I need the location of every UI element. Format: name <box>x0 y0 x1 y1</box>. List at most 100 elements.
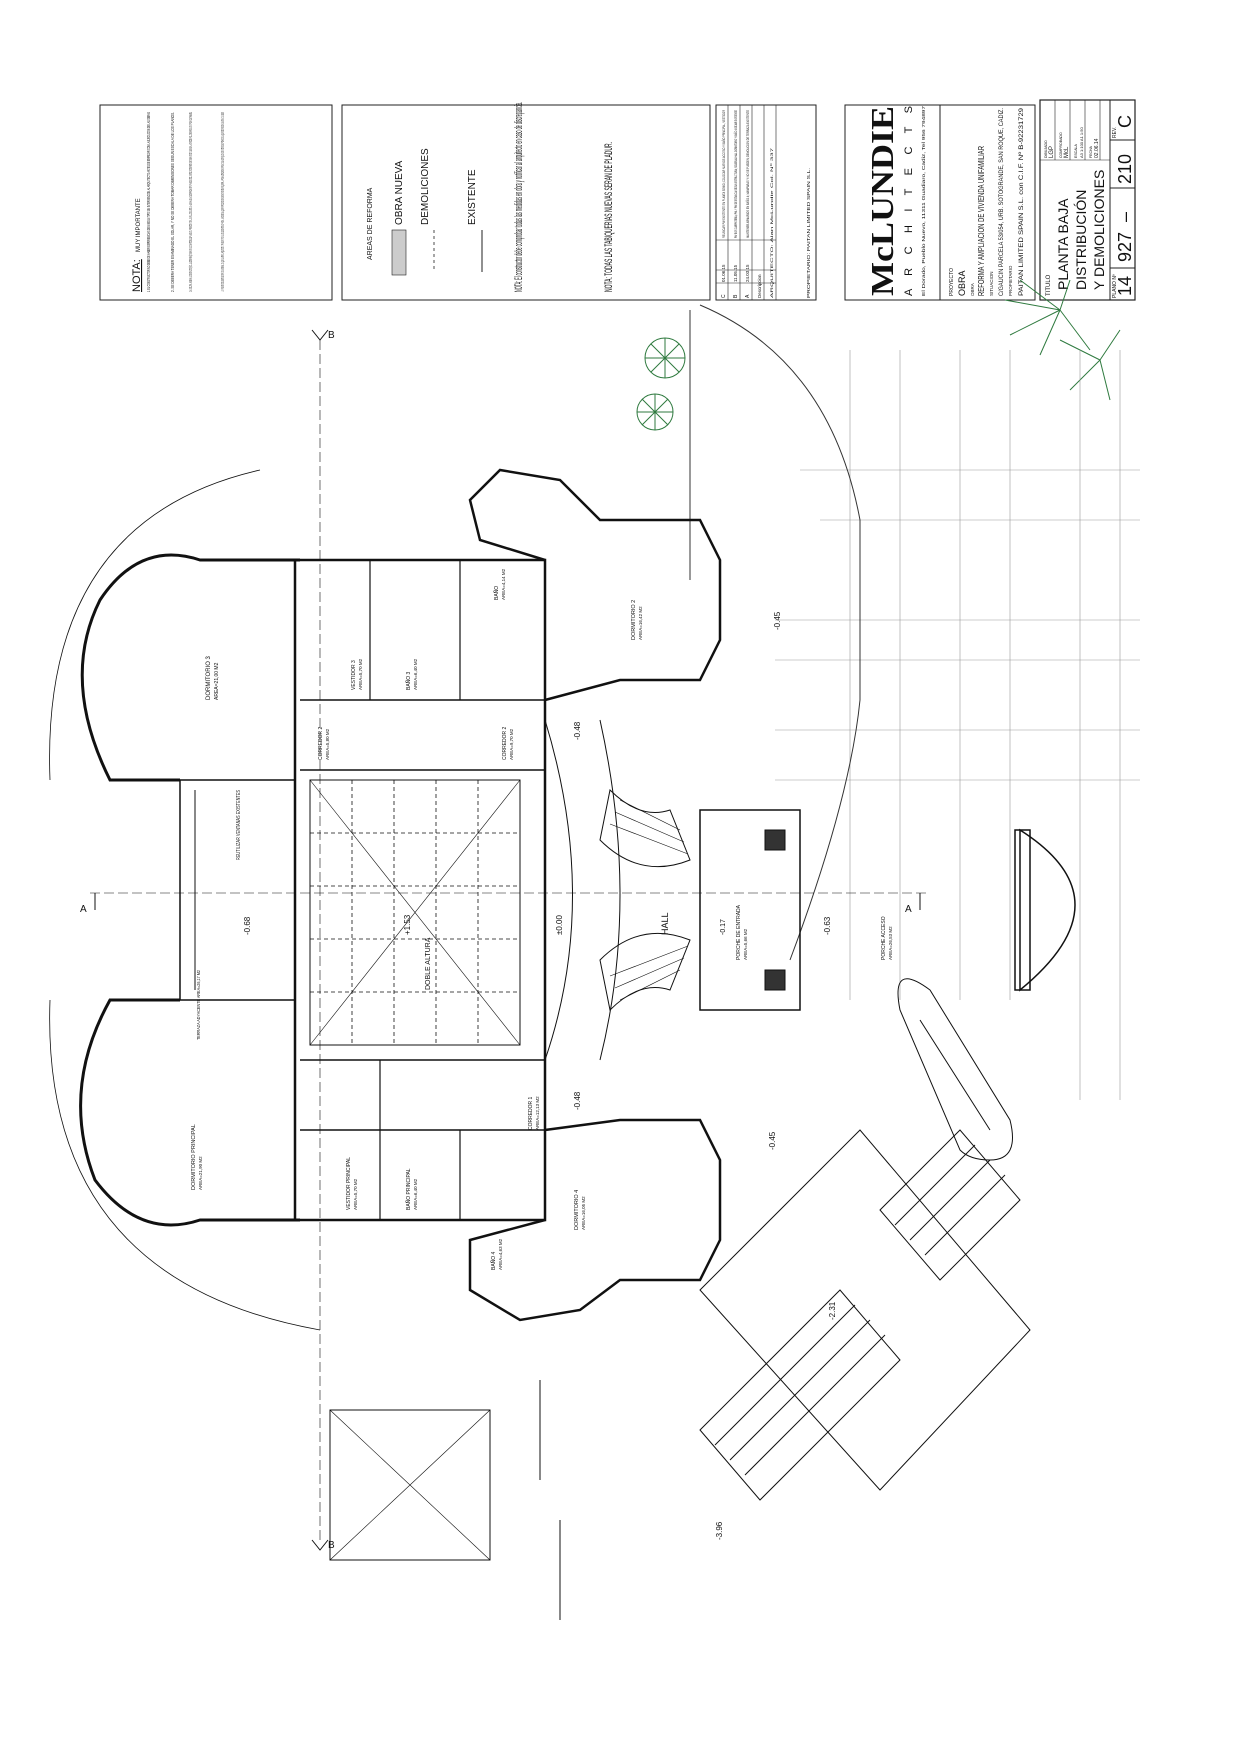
project-label: PROYECTO <box>949 268 955 296</box>
label-corr1: CORREDOR 1 <box>528 1096 534 1130</box>
stair-lower <box>599 932 691 1012</box>
label-dorm2-area: AREA=16,42 M2 <box>638 606 643 640</box>
rev-a: A <box>745 294 751 298</box>
checked-value: McL <box>1064 146 1070 158</box>
rev-b-desc: PW EXIS CARPINTERIA; PHL Y PW DE ESTANCI… <box>733 110 738 238</box>
label-dorm3-area: AREA=21,00 M2 <box>214 662 220 700</box>
legend-demoliciones: DEMOLICIONES <box>420 148 431 225</box>
legend-title: AREAS DE REFORMA <box>367 187 374 260</box>
label-bano4-area: AREA=4,63 M2 <box>498 1238 503 1270</box>
porch-access <box>1019 828 1076 992</box>
project-work: REFORMA Y AMPLIACION DE VIVIENDA UNIFAMI… <box>977 146 986 296</box>
level-045-top: -0.45 <box>773 611 782 630</box>
title-line-3: Y DEMOLICIONES <box>1091 170 1107 290</box>
shrub-1 <box>644 337 686 379</box>
level-045-bot: -0.45 <box>768 1131 777 1150</box>
label-dorm2: DORMITORIO 2 <box>631 600 637 640</box>
rev-architect: ARQUITECTO: Alan McLundie Col. Nº 337 <box>769 146 774 298</box>
notes-subheading: MUY IMPORTANTE <box>136 198 142 252</box>
palm-tree-top <box>1004 279 1121 401</box>
notes-heading: NOTA: <box>131 259 143 292</box>
location-label: SITUACION <box>989 271 994 296</box>
wall-dorm2 <box>468 468 722 702</box>
level-396: -3.96 <box>715 1521 724 1540</box>
date-label: FECHA <box>1089 145 1093 158</box>
floor-plan <box>49 340 1076 1620</box>
section-b-bottom: B <box>328 1540 335 1551</box>
label-dorm3: DORMITORIO 3 <box>206 655 212 700</box>
level-068: -0.68 <box>243 916 252 935</box>
label-porche-entrada: PORCHE DE ENTRADA <box>736 904 742 960</box>
garden-grid <box>775 350 1140 1100</box>
label-vest3-area: AREA=5,70 M2 <box>358 658 363 690</box>
rev-a-date: 24.03.15 <box>745 264 750 282</box>
drawn-value: LGP <box>1049 146 1055 158</box>
label-bano3-area: AREA=6,40 M2 <box>413 658 418 690</box>
plano-sep: – <box>1115 212 1135 222</box>
driveway-curve <box>699 304 861 961</box>
rev-c-date: 01.06.15 <box>721 264 726 282</box>
wall-dorm4 <box>468 1118 722 1322</box>
project-block: PROYECTO OBRA OBRA REFORMA Y AMPLIACION … <box>939 104 1036 301</box>
rev-value: C <box>1115 115 1135 128</box>
label-corr2b-area: AREA=9,70 M2 <box>509 728 514 760</box>
label-bano4: BAÑO 4 <box>490 1251 497 1270</box>
legend-block: AREAS DE REFORMA OBRA NUEVA DEMOLICIONES… <box>341 102 711 301</box>
label-terraza: TERRAZA ADYACENTE AREA=26,17 M2 <box>196 970 201 1040</box>
firm-tagline: A R C H I T E C T S <box>903 106 915 296</box>
firm-name: McLUNDIE <box>864 106 900 296</box>
label-hall: HALL <box>660 912 670 935</box>
title-block: TITULO PLANTA BAJA DISTRIBUCIÓN Y DEMOLI… <box>1039 99 1136 301</box>
revisions-table: C 01.06.15 REUBICAR PW EXISTENTE EN PLAN… <box>715 104 817 301</box>
drawn-label: DIBUJADO <box>1044 140 1048 158</box>
section-marker-a-right: A <box>905 893 921 915</box>
section-a-right: A <box>905 904 912 915</box>
label-dorm-principal: DORMITORIO PRINCIPAL <box>191 1124 197 1190</box>
label-bano-principal: BAÑO PRINCIPAL <box>405 1168 412 1210</box>
rev-b-date: 11.05.15 <box>733 264 738 282</box>
work-label: OBRA <box>970 283 975 296</box>
level-231: -2.31 <box>828 1301 837 1320</box>
label-bano3: BAÑO 3 <box>405 671 412 690</box>
project-name: OBRA <box>957 270 967 296</box>
rev-header: Descripcion <box>757 274 762 298</box>
rev-b: B <box>733 294 739 298</box>
plano-c: 210 <box>1115 154 1135 184</box>
wall-dorm-principal <box>79 998 300 1227</box>
checked-label: COMPROBADO <box>1059 132 1063 158</box>
date-value: 02.06.14 <box>1094 138 1100 158</box>
level-048-a: -0.48 <box>573 721 582 740</box>
level-153: +1.53 <box>403 914 412 935</box>
label-porche-acceso-area: AREA=26,53 M2 <box>888 926 893 960</box>
legend-existente: EXISTENTE <box>467 169 478 225</box>
rev-a-desc: MANTENER ARMARIOS EN BAÑO 4; MAMPARAS Y … <box>745 110 750 238</box>
porch-entry <box>699 809 801 1011</box>
label-corr2b: CORREDOR 2 <box>502 726 508 760</box>
label-dorm-principal-area: AREA=21,90 M2 <box>198 1156 203 1190</box>
owner-label: PROPIETARIO <box>1008 265 1013 296</box>
rev-owner: PROPIETARIO: PAITAN LIMITED SPAIN S.L. <box>806 168 811 298</box>
label-corr1-area: AREA=12,13 M2 <box>535 1096 540 1130</box>
label-corr2a: CORREDOR 2 <box>318 726 324 760</box>
label-reutilizar: REUTILIZAR VENTANAS EXISTENTES <box>236 789 242 860</box>
plano-a: 14 <box>1115 276 1135 296</box>
rev-label: REV. <box>1112 127 1118 138</box>
label-vest-principal: VESTIDOR PRINCIPAL <box>346 1157 352 1210</box>
level-048-b: -0.48 <box>573 1091 582 1110</box>
label-vest-principal-area: AREA=5,70 M2 <box>353 1178 358 1210</box>
project-owner: PAITAN LIMITED SPAIN S.L. con C.I.F. Nº … <box>1018 107 1025 296</box>
note-2: 2. SE DEBERA TENER EXAMINADO EL SOLAR, Y… <box>170 112 175 292</box>
shrub-2 <box>636 393 674 431</box>
plan-labels: DORMITORIO 3 AREA=21,00 M2 VESTIDOR 3 AR… <box>80 329 921 1551</box>
title-line-1: PLANTA BAJA <box>1055 198 1071 290</box>
plano-b: 927 <box>1115 232 1135 262</box>
section-b-top: B <box>328 330 335 341</box>
note-4: 4. EL PRESENTE DOCUMENTO ES COPIA DE SU … <box>220 112 225 292</box>
label-dorm4: DORMITORIO 4 <box>574 1190 580 1230</box>
label-corr2a-area: AREA=5,80 M2 <box>325 728 330 760</box>
rev-c: C <box>721 294 727 298</box>
note-1: 1. EL CONSTRUCTOR NO DEBE DE HABER EXPER… <box>146 112 151 292</box>
section-marker-b-bottom: B <box>311 1539 335 1551</box>
level-063: -0.63 <box>823 916 832 935</box>
label-bano-area: AREA=4,14 M2 <box>501 568 506 600</box>
